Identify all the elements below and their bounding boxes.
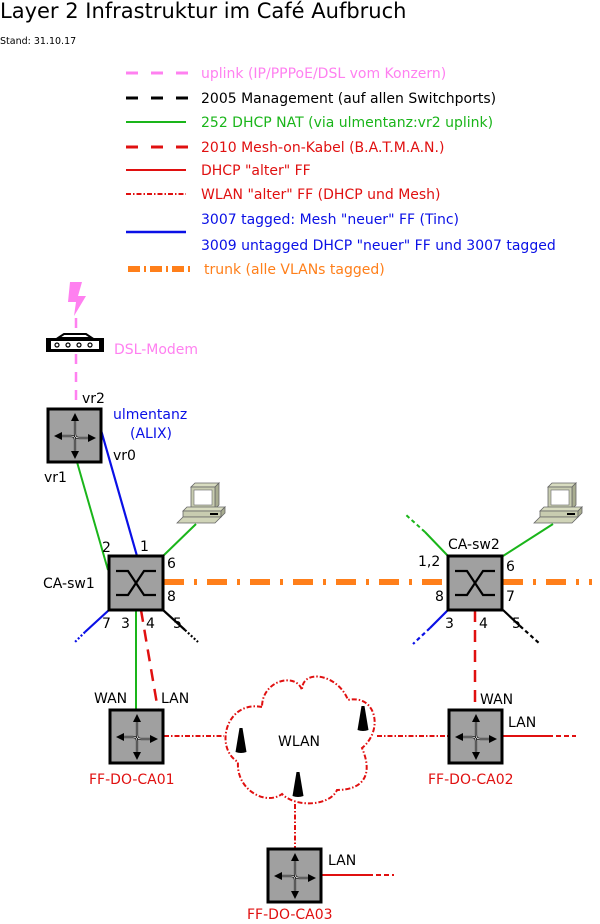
legend-item-dhcp-alter: DHCP "alter" FF <box>126 163 311 179</box>
link-sw2-pc2 <box>502 523 554 557</box>
date-stamp: Stand: 31.10.17 <box>0 36 77 47</box>
wan-label: WAN <box>94 691 127 707</box>
link-sw1-pc1 <box>162 523 197 557</box>
port-label-vr2: vr2 <box>82 391 105 407</box>
router-ff-do-ca03[interactable]: LAN FF-DO-CA03 <box>247 847 356 923</box>
port-label-vr1: vr1 <box>44 470 67 486</box>
port-label: 4 <box>146 616 155 632</box>
legend-label: 3009 untagged DHCP "neuer" FF und 3007 t… <box>201 238 556 254</box>
switch-label: CA-sw1 <box>43 576 95 592</box>
legend: uplink (IP/PPPoE/DSL vom Konzern) 2005 M… <box>126 66 556 278</box>
wlan-label: WLAN <box>278 734 320 750</box>
router-label: FF-DO-CA03 <box>247 907 333 923</box>
legend-label: 3007 tagged: Mesh "neuer" FF (Tinc) <box>201 212 459 228</box>
legend-item-wlan-alter: WLAN "alter" FF (DHCP und Mesh) <box>126 187 441 203</box>
link-vr0-sw1-port1 <box>99 429 139 557</box>
connections <box>74 318 592 876</box>
port-label: 7 <box>506 589 515 605</box>
router-ulmentanz[interactable]: vr2 ulmentanz (ALIX) vr0 vr1 <box>44 391 187 486</box>
link-sw2-port12 <box>424 531 449 557</box>
legend-label: 2005 Management (auf allen Switchports) <box>201 91 496 107</box>
wlan-cloud-outline <box>224 675 376 805</box>
wan-label: WAN <box>480 692 513 708</box>
link-sw2-port5 <box>502 609 521 627</box>
legend-label: DHCP "alter" FF <box>201 163 311 179</box>
switch-ca-sw2[interactable]: CA-sw2 1,2 3 4 5 6 7 8 <box>418 537 521 632</box>
port-label: 3 <box>445 616 454 632</box>
legend-item-management: 2005 Management (auf allen Switchports) <box>126 91 496 107</box>
legend-item-tagged-neuer: 3007 tagged: Mesh "neuer" FF (Tinc) 3009… <box>126 212 556 254</box>
router-name: ulmentanz <box>113 407 187 423</box>
link-sw1-port7 <box>84 609 110 633</box>
router-label: FF-DO-CA01 <box>89 772 175 788</box>
port-label: 6 <box>506 559 515 575</box>
switch-ca-sw1[interactable]: CA-sw1 1 2 3 4 5 6 7 8 <box>43 539 182 632</box>
link-sw2-port3 <box>429 609 449 629</box>
legend-label: WLAN "alter" FF (DHCP und Mesh) <box>201 187 441 203</box>
dsl-modem: DSL-Modem <box>46 333 198 358</box>
dsl-modem-icon <box>46 333 104 352</box>
port-label: 8 <box>435 589 444 605</box>
legend-label: 2010 Mesh-on-Kabel (B.A.T.M.A.N.) <box>201 140 444 156</box>
port-label: 5 <box>173 616 182 632</box>
legend-label: uplink (IP/PPPoE/DSL vom Konzern) <box>201 66 446 82</box>
port-label: 7 <box>102 616 111 632</box>
wlan-cloud: WLAN <box>224 675 376 805</box>
port-label: 1,2 <box>418 554 440 570</box>
lan-label: LAN <box>508 715 536 731</box>
lan-label: LAN <box>161 691 189 707</box>
port-label-vr0: vr0 <box>113 448 136 464</box>
link-sw1-port5 <box>162 609 186 631</box>
switch-label: CA-sw2 <box>448 537 500 553</box>
pc2-icon <box>533 482 583 524</box>
router-subtitle: (ALIX) <box>130 426 172 442</box>
page-title: Layer 2 Infrastruktur im Café Aufbruch <box>0 0 407 23</box>
legend-item-mesh-kabel: 2010 Mesh-on-Kabel (B.A.T.M.A.N.) <box>126 140 444 156</box>
lightning-icon <box>68 282 86 316</box>
port-label: 1 <box>140 539 149 555</box>
legend-item-dhcp-nat: 252 DHCP NAT (via ulmentanz:vr2 uplink) <box>126 115 493 131</box>
router-ff-do-ca02[interactable]: WAN LAN FF-DO-CA02 <box>428 692 536 788</box>
port-label: 5 <box>512 616 521 632</box>
port-label: 6 <box>167 556 176 572</box>
link-sw1-port4-ca01-lan <box>139 609 160 711</box>
legend-label: 252 DHCP NAT (via ulmentanz:vr2 uplink) <box>201 115 493 131</box>
router-ff-do-ca01[interactable]: WAN LAN FF-DO-CA01 <box>89 691 189 788</box>
lan-label: LAN <box>328 853 356 869</box>
port-label: 8 <box>167 589 176 605</box>
legend-label: trunk (alle VLANs tagged) <box>204 262 385 278</box>
port-label: 3 <box>121 616 130 632</box>
modem-label: DSL-Modem <box>114 342 198 358</box>
legend-item-uplink: uplink (IP/PPPoE/DSL vom Konzern) <box>126 66 446 82</box>
router-label: FF-DO-CA02 <box>428 772 514 788</box>
port-label: 4 <box>479 616 488 632</box>
pc1-icon <box>176 482 226 524</box>
port-label: 2 <box>102 540 111 556</box>
legend-item-trunk: trunk (alle VLANs tagged) <box>128 262 385 278</box>
link-vr1-sw1-port2 <box>76 461 109 571</box>
